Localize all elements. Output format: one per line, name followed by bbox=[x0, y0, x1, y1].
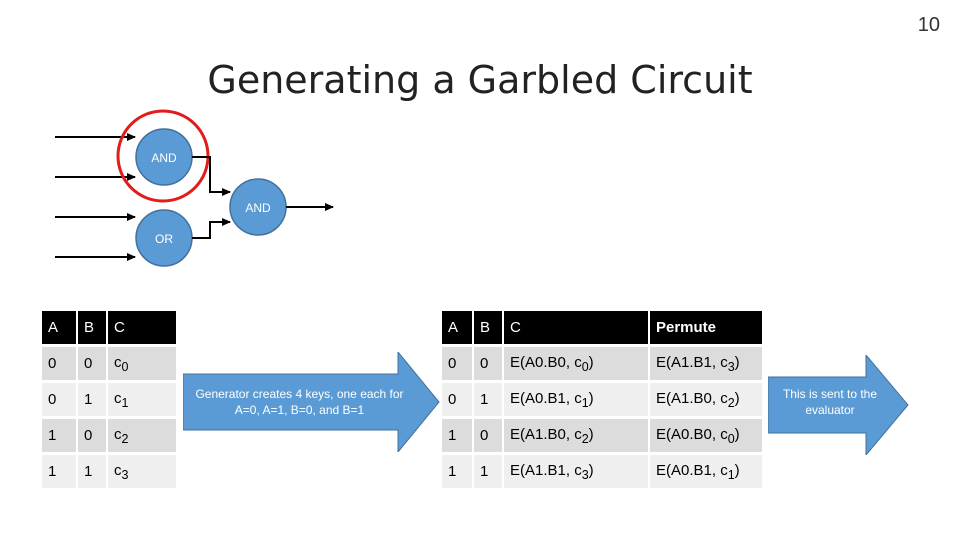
table-row: 1 1 E(A1.B1, c3) E(A0.B1, c1) bbox=[442, 455, 762, 488]
table-row: 1 0 E(A1.B0, c2) E(A0.B0, c0) bbox=[442, 419, 762, 452]
cell: E(A0.B0, c0) bbox=[650, 419, 762, 452]
slide-number: 10 bbox=[917, 14, 940, 36]
cell: 1 bbox=[442, 455, 472, 488]
circuit-diagram: AND OR AND bbox=[55, 109, 334, 267]
cell: 0 bbox=[78, 419, 106, 452]
table-row: 1 0 c2 bbox=[42, 419, 176, 452]
cell: 0 bbox=[474, 419, 502, 452]
table-row: 1 1 c3 bbox=[42, 455, 176, 488]
slide-title: Generating a Garbled Circuit bbox=[207, 58, 753, 102]
cell: E(A0.B1, c1) bbox=[504, 383, 648, 416]
arrow1-text: Generator creates 4 keys, one each for A… bbox=[195, 387, 404, 417]
and-gate-2-label: AND bbox=[245, 201, 271, 215]
right-header-c: C bbox=[504, 311, 648, 344]
arrow-right-2 bbox=[768, 355, 909, 455]
cell: E(A1.B1, c3) bbox=[650, 347, 762, 380]
cell: 1 bbox=[78, 455, 106, 488]
right-header-a: A bbox=[442, 311, 472, 344]
left-header-a: A bbox=[42, 311, 76, 344]
cell: 0 bbox=[442, 383, 472, 416]
cell: 0 bbox=[474, 347, 502, 380]
cell: c0 bbox=[108, 347, 176, 380]
left-header-b: B bbox=[78, 311, 106, 344]
cell: E(A1.B0, c2) bbox=[504, 419, 648, 452]
cell: 1 bbox=[442, 419, 472, 452]
cell: 0 bbox=[42, 383, 76, 416]
cell: E(A0.B1, c1) bbox=[650, 455, 762, 488]
cell: c3 bbox=[108, 455, 176, 488]
table-row: 0 0 E(A0.B0, c0) E(A1.B1, c3) bbox=[442, 347, 762, 380]
and-gate-1-label: AND bbox=[151, 151, 177, 165]
cell: 1 bbox=[474, 455, 502, 488]
left-header-c: C bbox=[108, 311, 176, 344]
cell: 1 bbox=[42, 455, 76, 488]
cell: c2 bbox=[108, 419, 176, 452]
right-header-permute: Permute bbox=[650, 311, 762, 344]
table-row: 0 0 c0 bbox=[42, 347, 176, 380]
cell: 0 bbox=[78, 347, 106, 380]
cell: 1 bbox=[42, 419, 76, 452]
cell: E(A1.B0, c2) bbox=[650, 383, 762, 416]
wire-or-to-and2 bbox=[192, 218, 231, 239]
cell: E(A1.B1, c3) bbox=[504, 455, 648, 488]
left-truth-table: A B C 0 0 c0 0 1 c1 1 0 c2 1 1 c3 bbox=[40, 308, 178, 491]
arrow2-text: This is sent to the evaluator bbox=[782, 387, 878, 417]
table-row: 0 1 E(A0.B1, c1) E(A1.B0, c2) bbox=[442, 383, 762, 416]
right-truth-table: A B C Permute 0 0 E(A0.B0, c0) E(A1.B1, … bbox=[440, 308, 764, 491]
cell: c1 bbox=[108, 383, 176, 416]
right-header-b: B bbox=[474, 311, 502, 344]
cell: 0 bbox=[42, 347, 76, 380]
arrow-right-1 bbox=[183, 352, 440, 452]
table-row: 0 1 c1 bbox=[42, 383, 176, 416]
cell: 1 bbox=[474, 383, 502, 416]
cell: 0 bbox=[442, 347, 472, 380]
or-gate-label: OR bbox=[155, 232, 173, 246]
cell: E(A0.B0, c0) bbox=[504, 347, 648, 380]
cell: 1 bbox=[78, 383, 106, 416]
wire-and1-to-and2 bbox=[192, 156, 231, 196]
